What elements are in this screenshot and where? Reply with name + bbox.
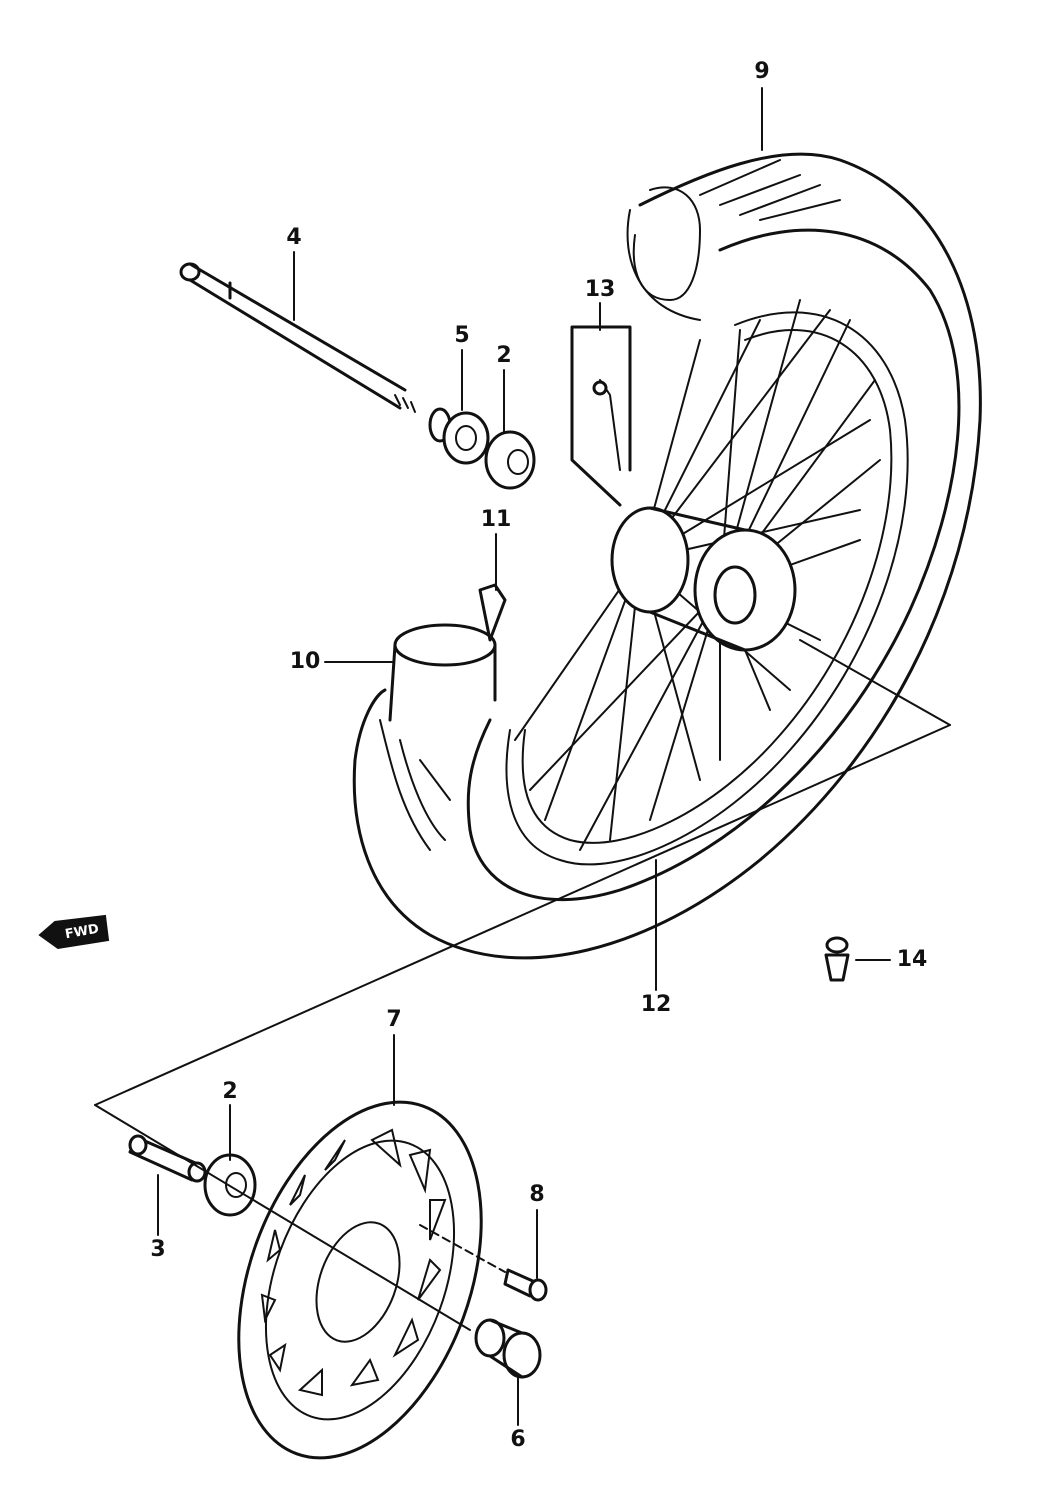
callout-8: 8 [529,1182,544,1207]
callout-13: 13 [585,277,616,302]
callout-6: 6 [510,1427,525,1452]
callout-9: 9 [754,59,769,84]
rim [505,311,909,866]
callout-2-upper: 2 [496,343,511,368]
fwd-label: FWD [64,922,100,943]
tire [352,152,982,960]
inner-tube [388,583,507,722]
callout-7: 7 [386,1007,401,1032]
axle [179,262,416,413]
forward-arrow-icon: FWD [38,914,110,950]
callout-labels: 9 4 13 5 2 11 10 14 12 7 2 3 8 6 [150,59,927,1452]
rim-lock [570,325,632,507]
callout-4: 4 [286,225,301,250]
leader-lines [94,87,951,1426]
callout-12: 12 [641,992,672,1017]
callout-11: 11 [481,507,512,532]
spacer-and-bearing-upper [428,407,536,490]
callout-3: 3 [150,1237,165,1262]
hub-collar [474,1318,542,1379]
callout-2-lower: 2 [222,1079,237,1104]
brake-disc [237,1100,483,1460]
hub [610,506,797,652]
callout-5: 5 [454,323,469,348]
valve-cap [824,936,891,982]
disc-bolt [503,1268,548,1302]
callout-14: 14 [897,947,928,972]
callout-10: 10 [290,649,321,674]
spacer-and-bearing-lower [128,1134,257,1217]
